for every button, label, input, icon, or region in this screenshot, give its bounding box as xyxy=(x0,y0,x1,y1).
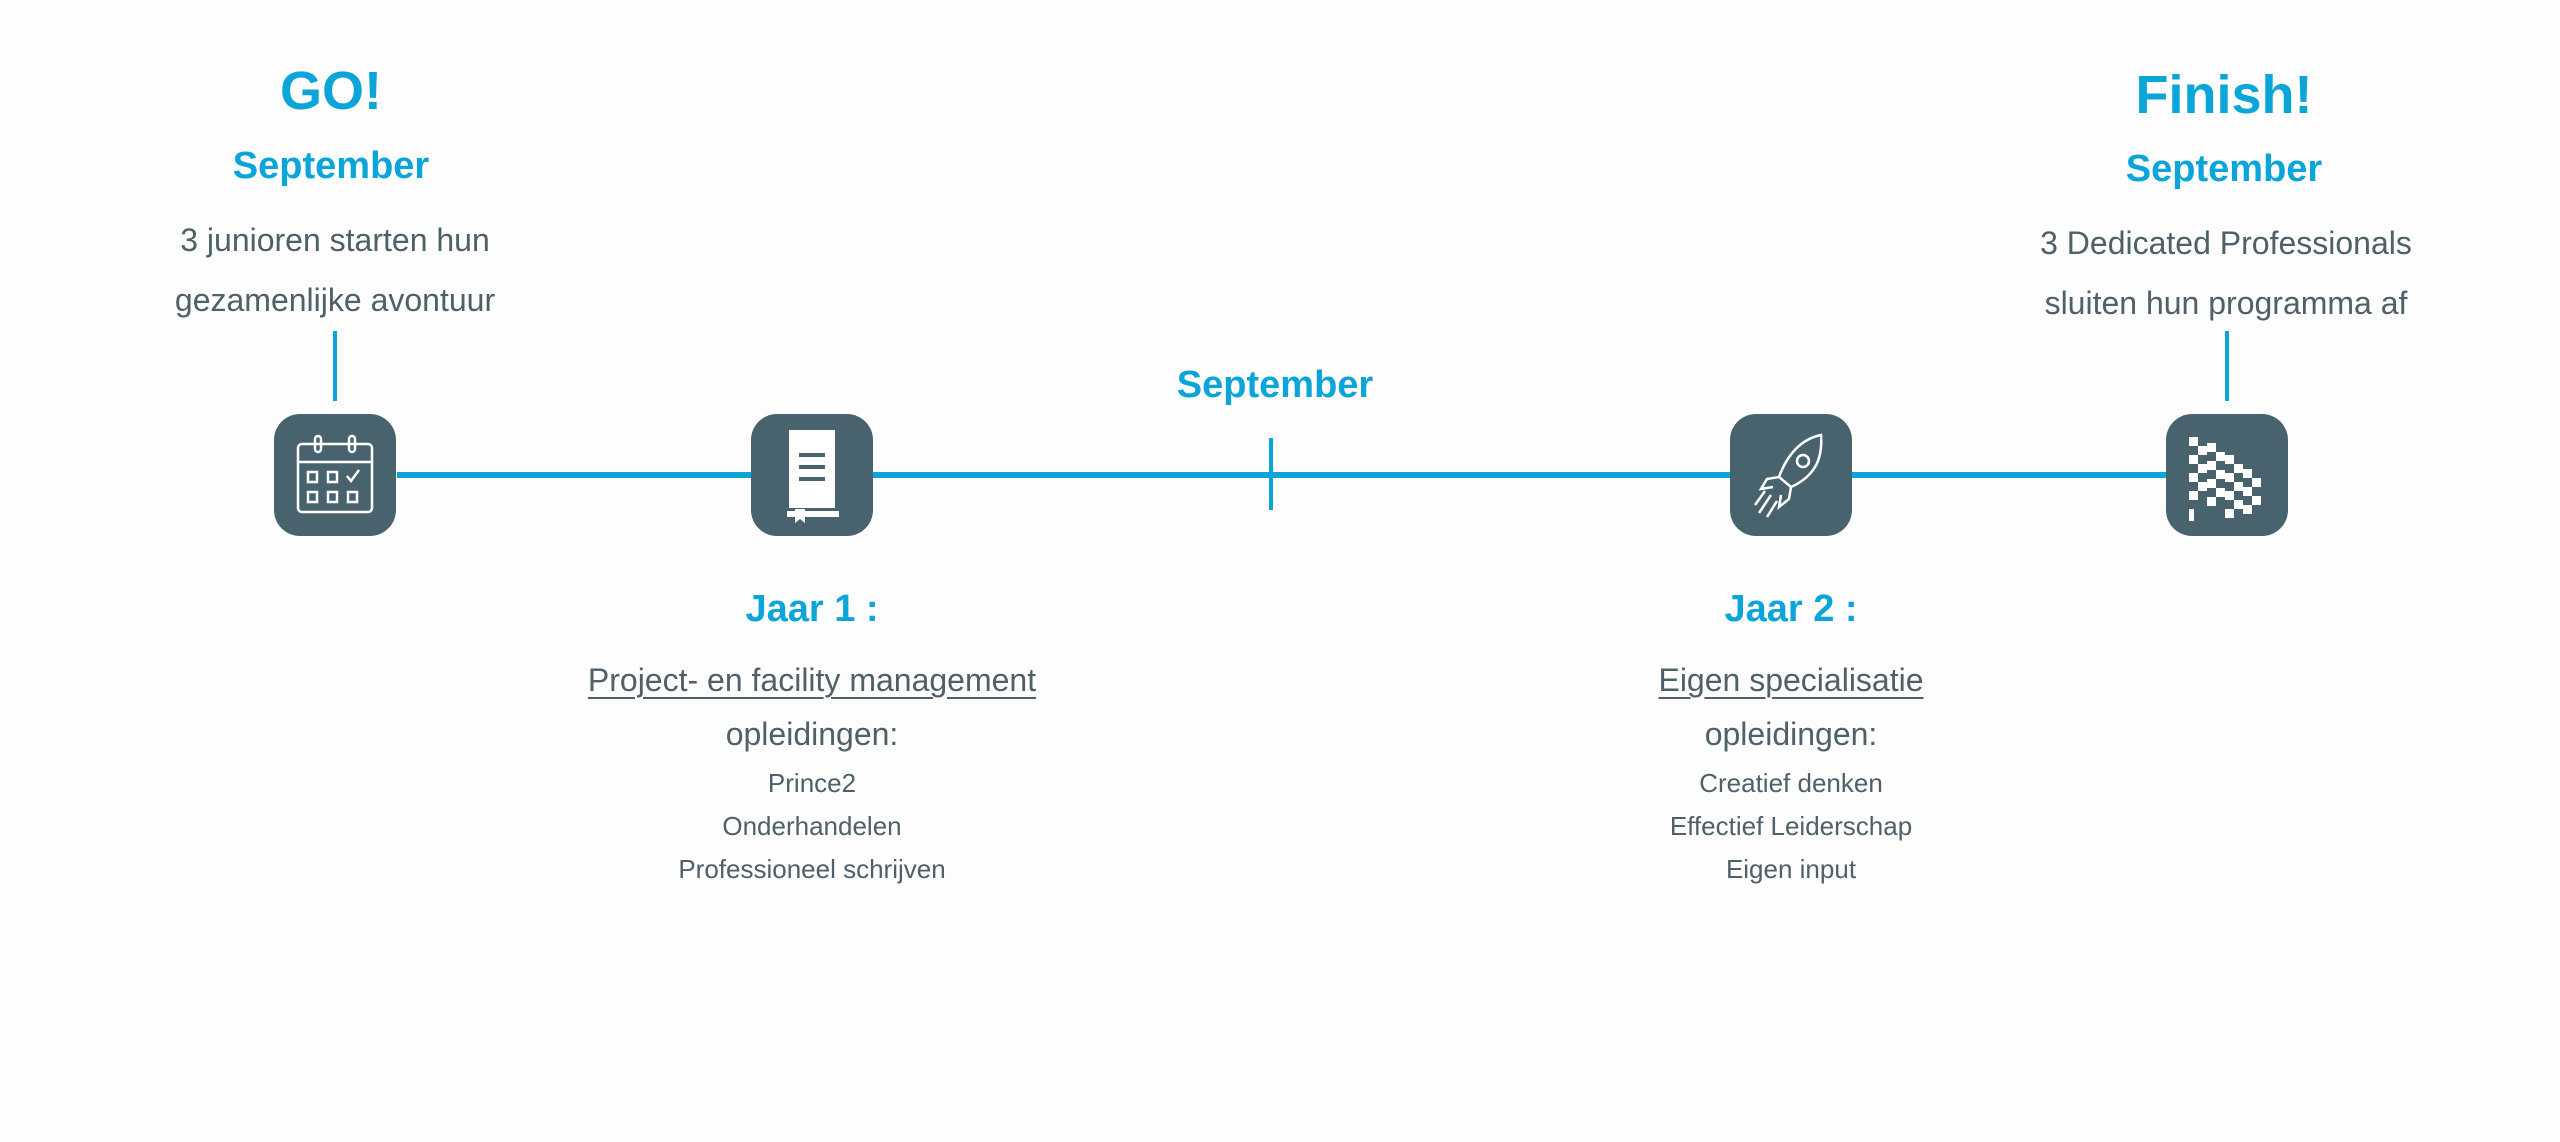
start-month: September xyxy=(232,145,430,187)
course-item: Onderhandelen xyxy=(722,811,902,841)
start-desc-line: gezamenlijke avontuur xyxy=(174,282,496,318)
finish-connector xyxy=(2225,331,2229,401)
finish-description: 3 Dedicated Professionals sluiten hun pr… xyxy=(2040,213,2412,333)
year1-title: Jaar 1 : xyxy=(745,588,879,630)
year2-subtitle: opleidingen: xyxy=(1704,716,1878,752)
course-item: Effectief Leiderschap xyxy=(1669,811,1913,841)
finish-title: Finish! xyxy=(2135,65,2313,125)
course-item: Eigen input xyxy=(1725,854,1857,884)
start-desc-line: 3 junioren starten hun xyxy=(180,222,490,258)
year1-course-list: Prince2 Onderhandelen Professioneel schr… xyxy=(678,762,945,891)
rocket-icon xyxy=(1730,414,1852,536)
year2-title: Jaar 2 : xyxy=(1724,588,1858,630)
start-connector xyxy=(333,331,337,401)
book-icon xyxy=(751,414,873,536)
calendar-icon xyxy=(274,414,396,536)
course-item: Prince2 xyxy=(767,768,857,798)
middle-month: September xyxy=(1176,364,1374,406)
finish-desc-line: sluiten hun programma af xyxy=(2044,285,2408,321)
year2-topic: Eigen specialisatie xyxy=(1658,662,1924,698)
year1-subtitle: opleidingen: xyxy=(725,716,899,752)
start-title: GO! xyxy=(280,61,382,121)
course-item: Creatief denken xyxy=(1699,768,1883,798)
course-item: Professioneel schrijven xyxy=(678,854,946,884)
checkered-flag-icon xyxy=(2166,414,2288,536)
middle-tick xyxy=(1269,438,1273,510)
finish-month: September xyxy=(2125,148,2323,190)
start-description: 3 junioren starten hun gezamenlijke avon… xyxy=(175,210,495,330)
year2-course-list: Creatief denken Effectief Leiderschap Ei… xyxy=(1670,762,1912,891)
timeline-line xyxy=(397,472,2287,478)
finish-desc-line: 3 Dedicated Professionals xyxy=(2040,225,2412,261)
year1-topic: Project- en facility management xyxy=(587,662,1037,698)
